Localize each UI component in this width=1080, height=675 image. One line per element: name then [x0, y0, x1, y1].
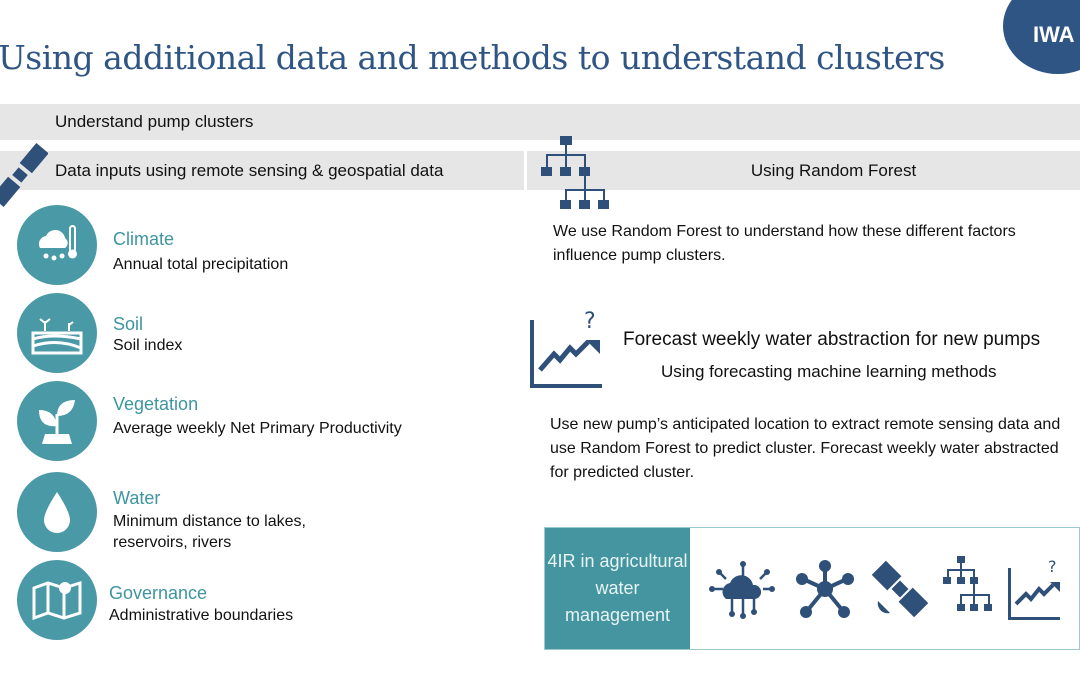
water-icon — [17, 472, 97, 552]
input-desc: Minimum distance to lakes, reservoirs, r… — [113, 513, 306, 551]
input-title: Water — [113, 488, 161, 508]
svg-text:?: ? — [584, 309, 596, 334]
soil-icon — [17, 293, 97, 373]
section-header-data-inputs: Data inputs using remote sensing & geosp… — [0, 151, 524, 190]
input-desc: Administrative boundaries — [109, 607, 294, 624]
satellite-icon — [871, 560, 928, 617]
forecast-title: Forecast weekly water abstraction for ne… — [623, 329, 1041, 350]
4ir-label: 4IR in agricultural water management — [545, 528, 690, 649]
4ir-banner: 4IR in agricultural water management ? — [544, 527, 1080, 650]
input-desc: Annual total precipitation — [113, 256, 289, 273]
forecast-subtitle: Using forecasting machine learning metho… — [661, 362, 997, 381]
input-desc: Soil index — [113, 337, 183, 354]
input-desc: Average weekly Net Primary Productivity — [113, 420, 402, 437]
input-title: Soil — [113, 314, 144, 334]
forecast-text: Use new pump’s anticipated location to e… — [550, 416, 1061, 481]
hierarchy-icon — [541, 136, 609, 209]
climate-icon — [17, 205, 97, 285]
page-title: Using additional data and methods to und… — [0, 38, 945, 77]
random-forest-text: We use Random Forest to understand how t… — [553, 223, 1016, 264]
iwa-logo: IWA — [1003, 0, 1080, 74]
network-nodes-icon — [795, 559, 854, 618]
cloud-network-icon — [708, 560, 775, 619]
section-header-understand: Understand pump clusters — [0, 104, 1080, 140]
input-title: Governance — [109, 583, 208, 603]
hierarchy-icon — [942, 555, 992, 611]
input-title: Climate — [113, 229, 175, 249]
forecast-chart-icon: ? — [1007, 558, 1060, 620]
input-title: Vegetation — [113, 394, 199, 414]
vegetation-icon — [17, 381, 97, 461]
forecast-chart-icon: ? — [530, 309, 602, 388]
satellite-icon — [0, 143, 48, 207]
svg-text:?: ? — [1048, 558, 1057, 576]
section-header-random-forest: Using Random Forest — [527, 151, 1080, 190]
governance-icon — [17, 560, 97, 640]
